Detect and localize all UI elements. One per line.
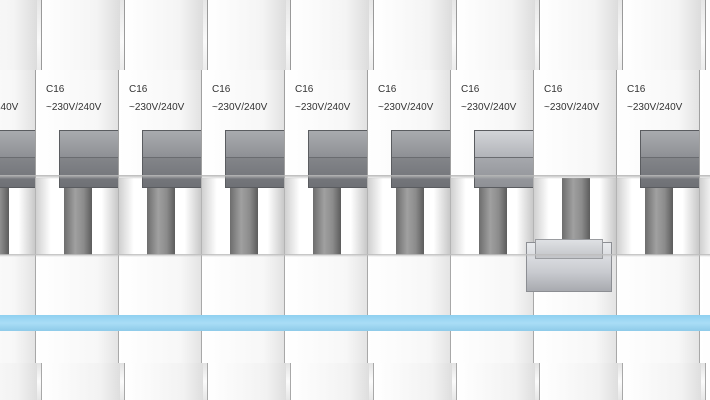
toggle-cap [641, 131, 710, 158]
roller-indicator-band [147, 178, 175, 256]
breaker-roller [201, 178, 284, 256]
breaker-top-cover [456, 0, 535, 70]
breaker-voltage-label: ~230V/240V [461, 102, 517, 113]
breaker-label-face: C16 ~230V/240V [533, 70, 616, 182]
breaker-roller [0, 178, 35, 256]
breaker-voltage-label: ~230V/240V [0, 102, 19, 113]
breaker-roller [699, 178, 710, 256]
breaker-lower-body [35, 255, 118, 363]
breaker-base [456, 363, 535, 400]
breaker-voltage-label: ~230V/240V [295, 102, 351, 113]
breaker-base [207, 363, 286, 400]
breaker-rating-label: C16 [212, 84, 231, 95]
breaker-base [705, 363, 710, 400]
breaker-top-cover [705, 0, 710, 70]
breaker-roller [450, 178, 533, 256]
breaker-top-cover [539, 0, 618, 70]
breaker-base [622, 363, 701, 400]
breaker-top-cover [373, 0, 452, 70]
roller-indicator-band [479, 178, 507, 256]
breaker-top-cover [290, 0, 369, 70]
roller-indicator-band [0, 178, 9, 256]
breaker-base [373, 363, 452, 400]
breaker-lower-body [699, 255, 710, 363]
breaker-rating-label: C16 [46, 84, 65, 95]
breaker-lower-body [450, 255, 533, 363]
breaker-rating-label: C16 [378, 84, 397, 95]
breaker-voltage-label: ~230V/240V [544, 102, 600, 113]
breaker-roller [35, 178, 118, 256]
breaker-voltage-label: ~230V/240V [378, 102, 434, 113]
breaker-lower-body [0, 255, 35, 363]
breaker-roller [118, 178, 201, 256]
breaker-top-cover [207, 0, 286, 70]
breaker-lower-body [118, 255, 201, 363]
breaker-rating-label: C16 [544, 84, 563, 95]
breaker-top-cover [622, 0, 701, 70]
breaker-rating-label: C16 [129, 84, 148, 95]
breaker-rating-label: C16 [461, 84, 480, 95]
breaker-top-cover [41, 0, 120, 70]
roller-indicator-band [645, 178, 673, 256]
roller-shadow-line [0, 254, 710, 257]
breaker-voltage-label: ~230V/240V [129, 102, 185, 113]
breaker-roller [367, 178, 450, 256]
breaker-top-cover [124, 0, 203, 70]
breaker-rating-label: C16 [627, 84, 646, 95]
breaker-roller [616, 178, 699, 256]
breaker-lower-body [616, 255, 699, 363]
roller-indicator-band [64, 178, 92, 256]
toggle-shadow-line [0, 175, 710, 179]
breaker-voltage-label: ~230V/240V [46, 102, 102, 113]
breaker-base [41, 363, 120, 400]
breaker-base [290, 363, 369, 400]
breaker-lower-body [284, 255, 367, 363]
roller-indicator-band [313, 178, 341, 256]
breaker-lower-body [201, 255, 284, 363]
breaker-rating-label: C16 [295, 84, 314, 95]
breaker-voltage-label: ~230V/240V [627, 102, 683, 113]
breaker-base [124, 363, 203, 400]
breaker-top-cover [0, 0, 37, 70]
breaker-voltage-label: ~230V/240V [212, 102, 268, 113]
breaker-lower-body [367, 255, 450, 363]
breaker-base [0, 363, 37, 400]
breaker-roller [284, 178, 367, 256]
breaker-label-face: C16~230V/240V [699, 70, 710, 182]
blue-indicator-stripe [0, 315, 710, 331]
breaker-toggle-off[interactable] [526, 239, 612, 292]
breaker-base [539, 363, 618, 400]
roller-indicator-band [230, 178, 258, 256]
roller-indicator-band [396, 178, 424, 256]
